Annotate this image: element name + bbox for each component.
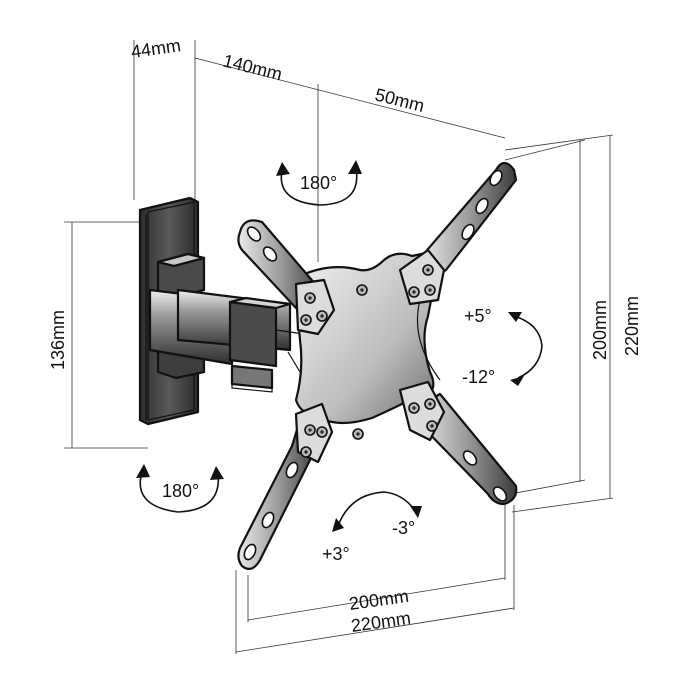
swivel-top-arrow (276, 160, 362, 206)
tilt-down-label: -12° (462, 367, 495, 387)
dim-vesa-vertical-inner: 200mm (590, 300, 610, 360)
dim-wall-plate-height: 136mm (48, 310, 68, 370)
tilt-arrow (508, 312, 543, 386)
rotate-cw-label: -3° (392, 518, 415, 538)
strut-bottom-right (414, 392, 518, 506)
rotate-arrow (332, 491, 422, 532)
strut-top-right (420, 161, 518, 277)
dim-wall-depth: 44mm (130, 35, 182, 62)
swivel-top-label: 180° (300, 173, 337, 193)
strut-bottom-left (237, 418, 320, 570)
dim-arm-length: 140mm (221, 50, 284, 84)
rotate-ccw-label: +3° (322, 544, 350, 564)
screws (300, 264, 438, 458)
dim-vesa-vertical-outer: 220mm (622, 296, 642, 356)
swivel-bottom-arrow (136, 464, 224, 513)
tilt-up-label: +5° (464, 306, 492, 326)
dim-offset: 50mm (373, 84, 426, 116)
swivel-bottom-label: 180° (162, 481, 199, 501)
swing-arm (148, 288, 305, 393)
dimension-lines (64, 40, 614, 654)
